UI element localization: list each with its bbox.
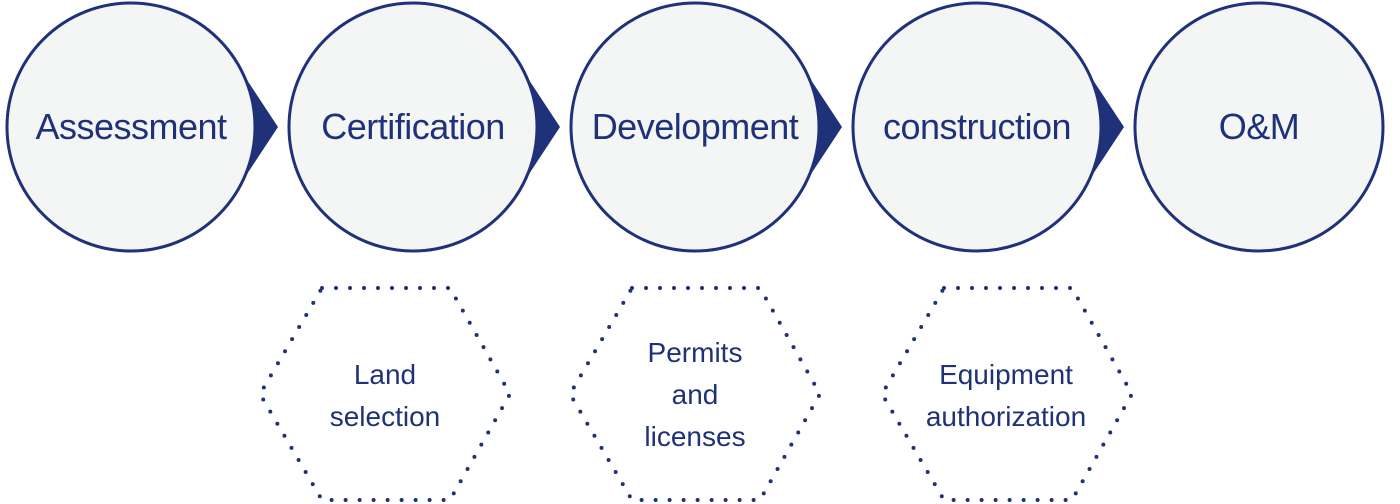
arrow-connector-1 <box>247 80 278 174</box>
sub-step-line: Land <box>354 359 416 390</box>
stage-om: O&M <box>1133 1 1385 253</box>
stage-label: O&M <box>1219 106 1300 147</box>
sub-step-permits-licenses: Permits and licenses <box>567 286 823 502</box>
sub-step-line: selection <box>330 401 441 432</box>
stage-circle <box>1133 1 1385 253</box>
stage-construction: construction <box>851 1 1103 253</box>
dotted-hexagon <box>567 286 823 502</box>
stage-certification: Certification <box>287 1 539 253</box>
stage-assessment: Assessment <box>5 1 257 253</box>
sub-step-line: and <box>672 379 719 410</box>
arrow-connector-4 <box>1093 80 1124 174</box>
stage-label: construction <box>883 106 1071 147</box>
arrow-connector-3 <box>811 80 842 174</box>
sub-step-line: authorization <box>926 401 1086 432</box>
sub-step-line: Permits <box>648 337 743 368</box>
sub-step-line: Equipment <box>939 359 1073 390</box>
arrow-connector-2 <box>529 80 560 174</box>
dotted-hexagon <box>257 286 513 502</box>
stage-label: Certification <box>321 106 505 147</box>
stage-development: Development <box>569 1 821 253</box>
stage-circle <box>287 1 539 253</box>
stage-label: Development <box>592 106 799 147</box>
dotted-hexagon <box>879 286 1135 502</box>
stage-label: Assessment <box>35 106 227 147</box>
sub-step-line: licenses <box>644 421 745 452</box>
stage-circle <box>5 1 257 253</box>
stage-circle <box>569 1 821 253</box>
sub-step-equipment-authorization: Equipment authorization <box>879 286 1135 502</box>
sub-step-land-selection: Land selection <box>257 286 513 502</box>
stage-circle <box>851 1 1103 253</box>
